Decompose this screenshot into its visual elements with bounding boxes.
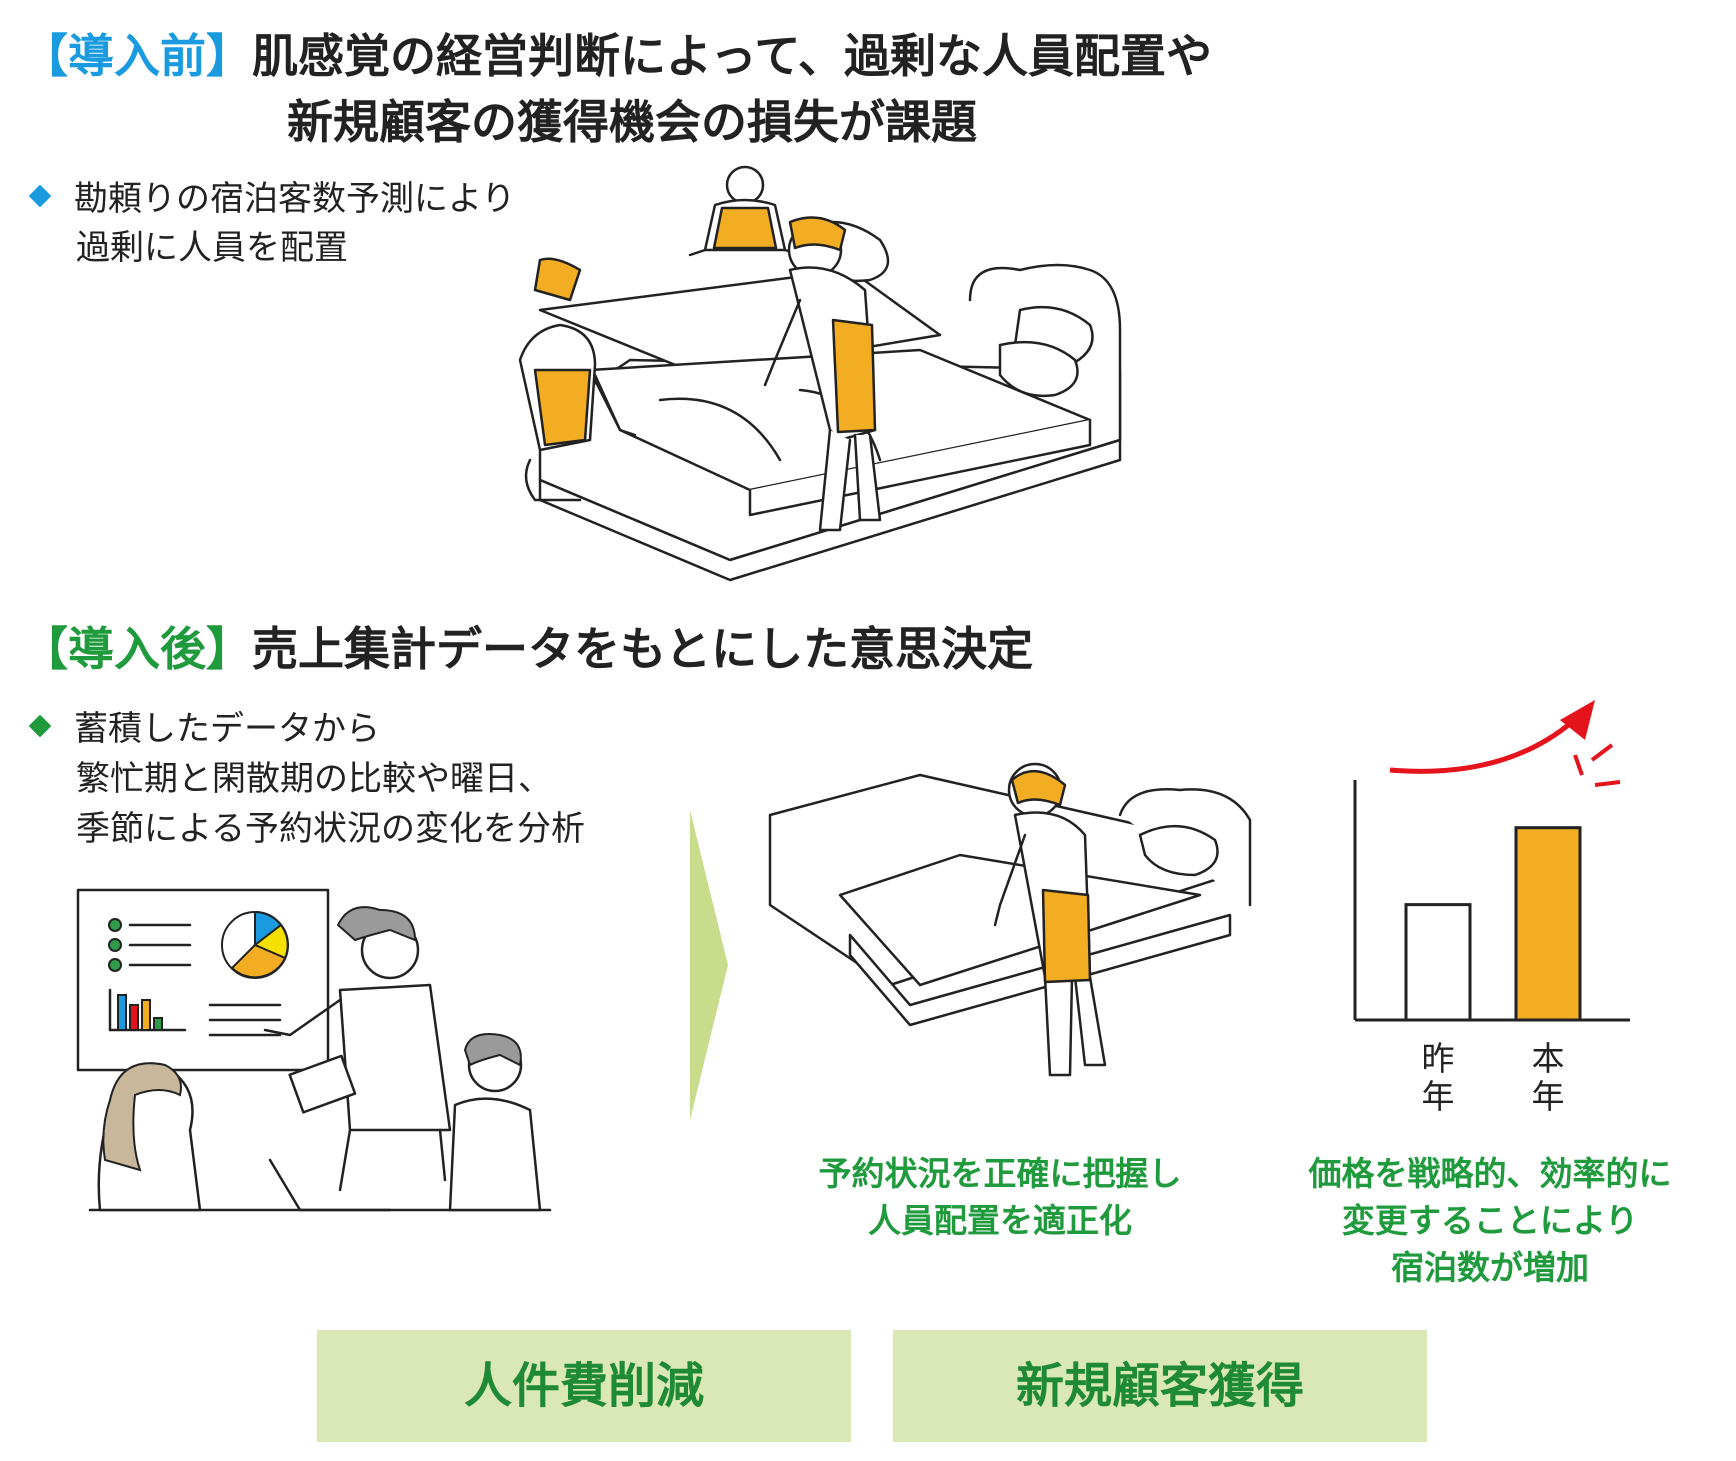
after-title: 売上集計データをもとにした意思決定 [252, 622, 1034, 676]
chart-bar-last-year [1404, 903, 1472, 1022]
tick-label-this-year: 本年 [1531, 1039, 1565, 1116]
bedmaking-staff-illustration [518, 165, 1122, 582]
chart-bar-this-year [1514, 826, 1582, 1022]
before-bullet-line2: 過剰に人員を配置 [76, 228, 348, 268]
after-bullet-line2: 繁忙期と閑散期の比較や曜日、 [76, 759, 552, 799]
emphasis-marks-icon [1573, 743, 1621, 787]
after-bullet-line3: 季節による予約状況の変化を分析 [76, 809, 585, 849]
flow-chevron-arrow-icon [690, 810, 728, 1120]
caption-pricing-line3: 宿泊数が増加 [1391, 1248, 1589, 1287]
diamond-bullet-icon [28, 714, 52, 738]
before-title-line1: 肌感覚の経営判断によって、過剰な人員配置や [252, 29, 1213, 83]
bedmaking-single-staff-illustration [768, 762, 1252, 1077]
caption-staffing: 予約状況を正確に把握し 人員配置を適正化 [760, 1150, 1240, 1244]
before-bullet-line1: 勘頼りの宿泊客数予測により [74, 179, 516, 219]
before-heading: 【導入前】肌感覚の経営判断によって、過剰な人員配置や [22, 24, 1212, 88]
after-heading: 【導入後】売上集計データをもとにした意思決定 [22, 617, 1033, 681]
caption-pricing-line1: 価格を戦略的、効率的に [1308, 1154, 1672, 1193]
after-tag: 【導入後】 [22, 622, 252, 676]
caption-pricing-line2: 変更することにより [1341, 1201, 1639, 1240]
before-tag: 【導入前】 [22, 29, 252, 83]
result-box-new-customer-acquisition: 新規顧客獲得 [893, 1330, 1427, 1442]
growth-arrow-line [1389, 713, 1582, 774]
diamond-bullet-icon [28, 184, 52, 208]
before-title-line2: 新規顧客の獲得機会の損失が課題 [287, 95, 977, 149]
data-analysis-meeting-illustration [76, 888, 552, 1212]
result-box-labor-cost-reduction: 人件費削減 [317, 1330, 851, 1442]
caption-pricing: 価格を戦略的、効率的に 変更することにより 宿泊数が増加 [1270, 1150, 1710, 1291]
caption-staffing-line1: 予約状況を正確に把握し [818, 1154, 1182, 1193]
guest-count-bar-chart [1353, 700, 1630, 1022]
after-bullet: 蓄積したデータから [22, 705, 380, 753]
growth-arrowhead-icon [1560, 700, 1595, 740]
before-bullet: 勘頼りの宿泊客数予測により [22, 175, 515, 223]
after-bullet-line1: 蓄積したデータから [74, 709, 380, 749]
caption-staffing-line2: 人員配置を適正化 [868, 1201, 1132, 1240]
tick-label-last-year: 昨年 [1421, 1039, 1455, 1116]
